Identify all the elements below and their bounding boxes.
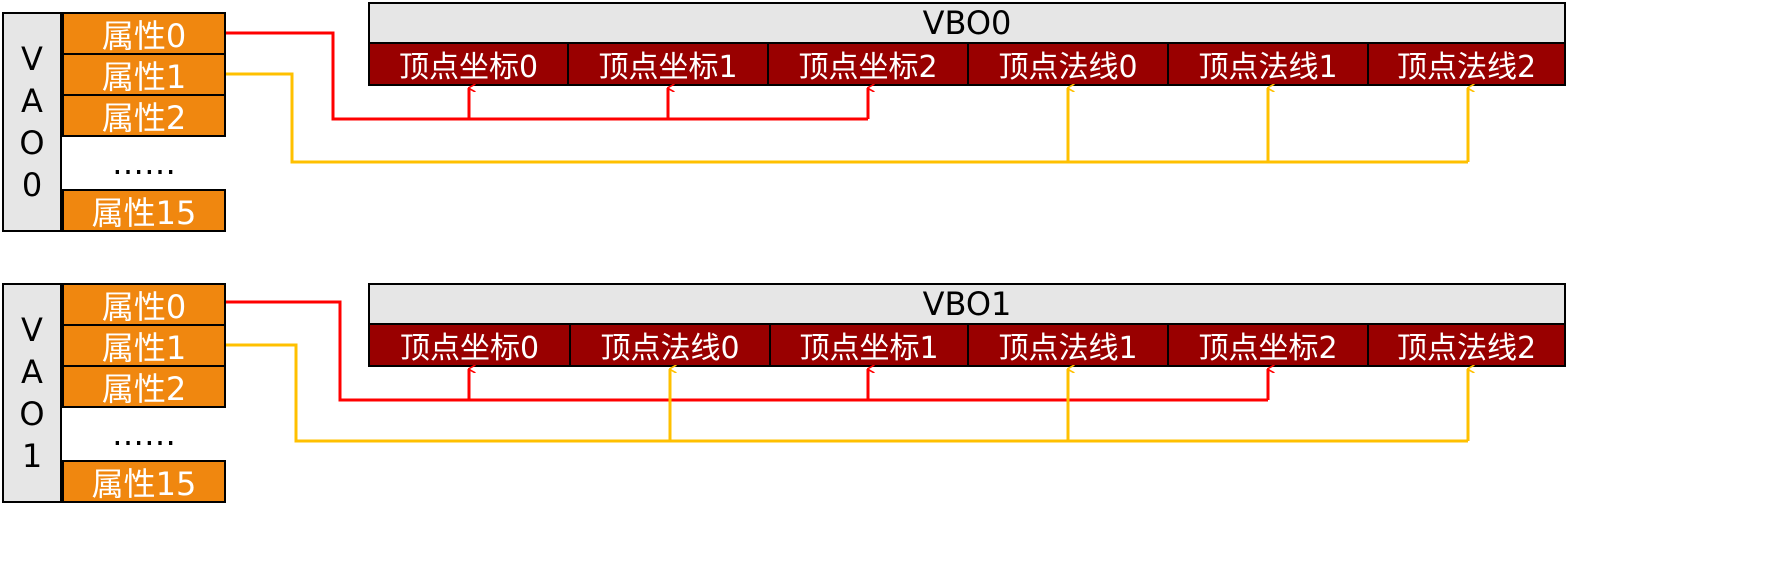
vao0-attr-0: 属性0 — [62, 12, 226, 55]
vao0-letter: O — [19, 124, 45, 162]
vao1-attr-15: 属性15 — [62, 460, 226, 503]
vao0-attr-2: 属性2 — [62, 94, 226, 137]
vao0-letter: 0 — [21, 166, 43, 204]
vao1-letter: V — [21, 311, 43, 349]
vao1-red-connector — [226, 300, 1268, 402]
vao0-yellow-connector — [226, 72, 1468, 164]
vbo1-cell-2: 顶点坐标1 — [769, 323, 969, 367]
vbo1-title: VBO1 — [368, 283, 1566, 325]
vao1-label: V A O 1 — [2, 283, 62, 503]
vao1-yellow-connector — [226, 343, 1468, 443]
vao1-attr-2: 属性2 — [62, 365, 226, 408]
vao1-letter: O — [19, 395, 45, 433]
vao1-letter: 1 — [21, 437, 43, 475]
vbo0-cell-0: 顶点坐标0 — [368, 42, 569, 86]
vao0-attr-1: 属性1 — [62, 53, 226, 96]
vbo0-cell-4: 顶点法线1 — [1167, 42, 1369, 86]
vbo1-cell-1: 顶点法线0 — [569, 323, 771, 367]
vbo1-cell-0: 顶点坐标0 — [368, 323, 571, 367]
vbo0-cell-5: 顶点法线2 — [1367, 42, 1566, 86]
vao0-ellipsis: …… — [112, 144, 176, 182]
vao0-label: V A O 0 — [2, 12, 62, 232]
vao0-red-connector — [226, 31, 868, 121]
vbo1-cell-4: 顶点坐标2 — [1167, 323, 1369, 367]
vbo1-cell-5: 顶点法线2 — [1367, 323, 1566, 367]
vao1-letter: A — [21, 353, 43, 391]
vbo0-title: VBO0 — [368, 2, 1566, 44]
vao1-ellipsis: …… — [112, 415, 176, 453]
vbo1-cell-3: 顶点法线1 — [967, 323, 1169, 367]
vao0-letter: V — [21, 40, 43, 78]
vao0-attr-15: 属性15 — [62, 189, 226, 232]
vao0-letter: A — [21, 82, 43, 120]
